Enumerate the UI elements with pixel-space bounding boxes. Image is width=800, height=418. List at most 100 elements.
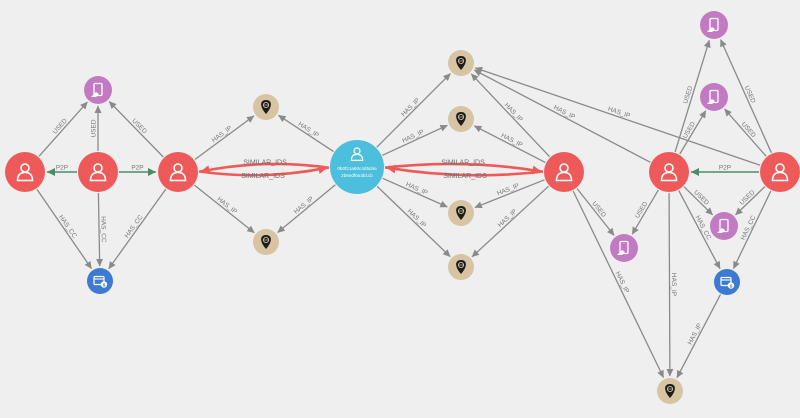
edge-label-similar-ids: SIMILAR_IDS xyxy=(243,160,287,167)
edge-label-has-ip: HAS_IP xyxy=(497,208,519,229)
edge-has-ip[interactable] xyxy=(376,185,451,258)
user-node[interactable] xyxy=(158,152,198,192)
ip-location-icon xyxy=(261,235,271,249)
edge-has-ip[interactable] xyxy=(376,73,451,148)
device-icon xyxy=(717,218,729,233)
edge-label-similar-ids: SIMILAR_IDS xyxy=(441,160,485,167)
user-node[interactable] xyxy=(5,152,45,192)
credit-card-icon: $ xyxy=(720,276,735,289)
edge-similar-ids[interactable] xyxy=(386,164,544,177)
device-icon xyxy=(617,240,629,255)
edge-used[interactable] xyxy=(683,186,714,216)
device-icon xyxy=(707,17,719,32)
device-icon xyxy=(707,89,719,104)
ip-location-icon xyxy=(261,100,271,114)
edge-has-ip[interactable] xyxy=(474,66,761,166)
nodes-layer: $$ xyxy=(5,11,800,404)
edge-has-ip[interactable] xyxy=(572,190,665,378)
edge-label-has-ip: HAS_IP xyxy=(293,195,315,215)
edge-used[interactable] xyxy=(679,110,707,155)
device-node[interactable] xyxy=(610,234,638,262)
edge-used[interactable] xyxy=(108,101,164,158)
edge-label-similar-ids: SIMILAR_IDS xyxy=(443,173,487,180)
user-node[interactable] xyxy=(544,152,584,192)
edge-has-ip[interactable] xyxy=(473,125,546,163)
edge-similar-ids[interactable] xyxy=(200,162,330,175)
edge-has-ip[interactable] xyxy=(193,184,255,234)
focus-user-node[interactable] xyxy=(330,140,384,194)
edge-label-has-ip: HAS_IP xyxy=(406,208,428,229)
user-node[interactable] xyxy=(649,152,689,192)
edge-label-has-ip: HAS_IP xyxy=(496,182,520,197)
edge-has-ip[interactable] xyxy=(470,73,551,158)
user-node[interactable] xyxy=(78,152,118,192)
edge-has-ip[interactable] xyxy=(277,184,336,234)
user-icon xyxy=(89,163,107,182)
user-icon xyxy=(350,147,364,161)
edge-has-ip[interactable] xyxy=(278,114,334,153)
edge-label-has-cc: HAS_CC xyxy=(124,214,145,240)
edge-has-ip[interactable] xyxy=(382,177,448,208)
edge-used[interactable] xyxy=(38,101,88,157)
edge-has-cc[interactable] xyxy=(36,188,93,270)
edge-used[interactable] xyxy=(724,108,767,157)
card-node[interactable]: $ xyxy=(87,268,113,294)
svg-text:$: $ xyxy=(103,282,106,287)
device-node[interactable] xyxy=(84,76,112,104)
edge-label-has-ip: HAS_IP xyxy=(405,181,429,197)
edge-has-ip[interactable] xyxy=(474,179,545,209)
edge-label-has-ip: HAS_IP xyxy=(400,97,421,118)
edge-label-has-ip: HAS_IP xyxy=(216,196,238,216)
ip-node[interactable] xyxy=(253,229,279,255)
edge-has-ip[interactable] xyxy=(194,115,255,161)
ip-location-icon xyxy=(456,112,466,126)
edge-has-cc[interactable] xyxy=(108,188,167,270)
edge-has-ip[interactable] xyxy=(471,185,550,258)
edge-used[interactable] xyxy=(735,186,766,216)
ip-node[interactable] xyxy=(657,378,683,404)
user-icon xyxy=(169,163,187,182)
ip-location-icon xyxy=(456,56,466,70)
edge-similar-ids[interactable] xyxy=(384,162,542,175)
edge-label-has-ip: HAS_IP xyxy=(670,273,677,296)
edge-has-cc[interactable] xyxy=(732,190,772,269)
device-icon xyxy=(91,82,103,97)
edge-has-cc[interactable] xyxy=(678,190,721,270)
ip-location-icon xyxy=(456,260,466,274)
edge-label-has-ip: HAS_IP xyxy=(211,125,234,144)
edge-used[interactable] xyxy=(720,39,772,154)
user-node[interactable] xyxy=(760,152,800,192)
user-icon xyxy=(16,163,34,182)
device-node[interactable] xyxy=(700,83,728,111)
ip-location-icon xyxy=(665,384,675,398)
ip-location-icon xyxy=(456,206,466,220)
edge-label-p2p: P2P xyxy=(131,165,143,172)
edge-used[interactable] xyxy=(631,189,659,235)
ip-node[interactable] xyxy=(448,50,474,76)
edge-used[interactable] xyxy=(674,39,711,153)
device-node[interactable] xyxy=(700,11,728,39)
ip-node[interactable] xyxy=(253,94,279,120)
edge-has-ip[interactable] xyxy=(676,294,722,379)
edge-has-ip[interactable] xyxy=(382,124,448,156)
svg-text:$: $ xyxy=(730,283,733,288)
focus-node-id-line1: 0b0f21a60c4d5d4e xyxy=(337,166,377,171)
card-node[interactable]: $ xyxy=(714,269,740,295)
edge-label-has-cc: HAS_CC xyxy=(99,216,107,243)
device-node[interactable] xyxy=(710,212,738,240)
user-icon xyxy=(660,163,678,182)
edge-used[interactable] xyxy=(576,188,615,236)
edge-label-has-ip: HAS_IP xyxy=(503,102,524,124)
edge-label-similar-ids: SIMILAR_IDS xyxy=(241,173,285,180)
edge-similar-ids[interactable] xyxy=(198,165,328,177)
ip-node[interactable] xyxy=(448,254,474,280)
ip-node[interactable] xyxy=(448,106,474,132)
edge-has-cc[interactable] xyxy=(96,192,104,267)
edge-has-ip[interactable] xyxy=(666,192,674,377)
edge-has-ip[interactable] xyxy=(473,69,651,163)
ip-node[interactable] xyxy=(448,200,474,226)
edge-label-p2p: P2P xyxy=(719,165,731,172)
edge-label-used: USED xyxy=(91,119,98,137)
